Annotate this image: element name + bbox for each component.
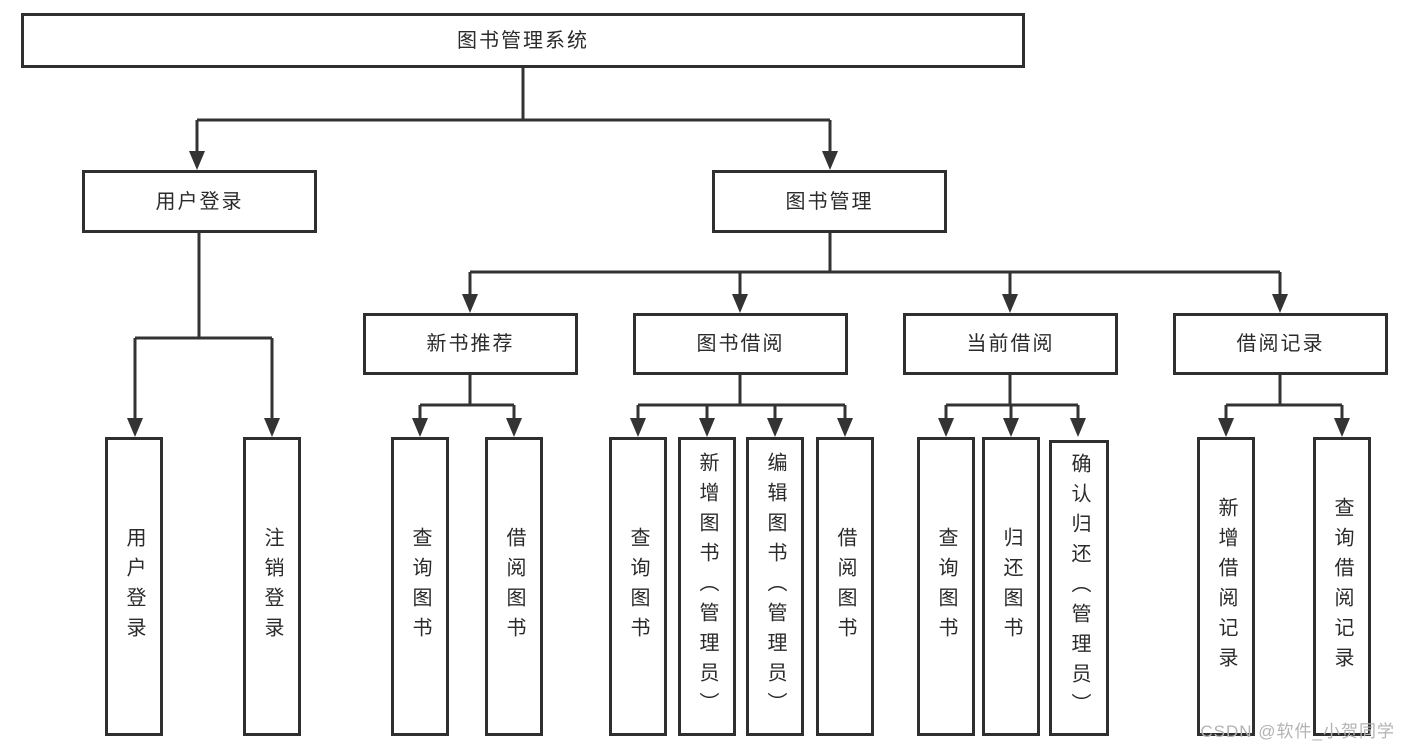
node-user-login: 用户登录 xyxy=(82,170,317,233)
connector-root-to-level1 xyxy=(189,68,838,170)
watermark: CSDN @软件_小贺同学 xyxy=(1200,722,1395,741)
node-book-borrow: 图书借阅 xyxy=(633,313,848,375)
leaf-query-books-borrow: 查询图书 xyxy=(609,437,667,736)
node-borrow-records: 借阅记录 xyxy=(1173,313,1388,375)
leaf-logout: 注销登录 xyxy=(243,437,301,736)
node-current-borrow: 当前借阅 xyxy=(903,313,1118,375)
leaf-return-book: 归还图书 xyxy=(982,437,1040,736)
node-root-system: 图书管理系统 xyxy=(21,13,1025,68)
connector-current-borrow-children xyxy=(938,375,1086,437)
leaf-add-borrow-record: 新增借阅记录 xyxy=(1197,437,1255,736)
leaf-borrow-books: 借阅图书 xyxy=(816,437,874,736)
leaf-query-books-current: 查询图书 xyxy=(917,437,975,736)
leaf-edit-book-admin: 编辑图书（管理员） xyxy=(746,437,804,736)
leaf-query-borrow-record: 查询借阅记录 xyxy=(1313,437,1371,736)
leaf-borrow-books-recommend: 借阅图书 xyxy=(485,437,543,736)
connector-new-book-children xyxy=(412,375,522,437)
connector-book-management-children xyxy=(462,233,1288,313)
connector-user-login-children xyxy=(127,233,280,437)
leaf-query-books-recommend: 查询图书 xyxy=(391,437,449,736)
leaf-confirm-return-admin: 确认归还（管理员） xyxy=(1049,440,1109,736)
connector-book-borrow-children xyxy=(630,375,853,437)
connector-borrow-records-children xyxy=(1218,375,1350,437)
node-new-book-recommend: 新书推荐 xyxy=(363,313,578,375)
leaf-add-book-admin: 新增图书（管理员） xyxy=(678,437,736,736)
node-book-management: 图书管理 xyxy=(712,170,947,233)
leaf-user-login: 用户登录 xyxy=(105,437,163,736)
